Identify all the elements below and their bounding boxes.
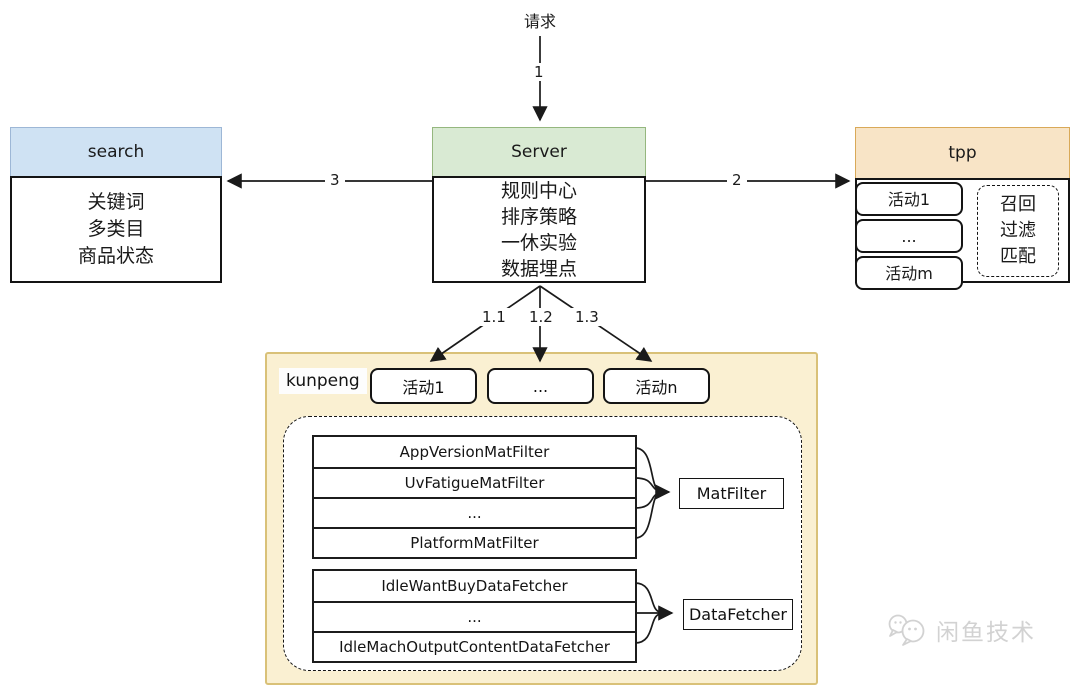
matfilter-row: ...	[314, 497, 635, 527]
tpp-header: tpp	[855, 127, 1070, 179]
kunpeng-activity: ...	[487, 368, 594, 404]
kunpeng-label: kunpeng	[279, 368, 367, 394]
server-header: Server	[432, 127, 646, 177]
tpp-dashed-line: 过滤	[1000, 220, 1036, 241]
watermark-text: 闲鱼技术	[936, 620, 1036, 646]
matfilter-row: PlatformMatFilter	[314, 527, 635, 557]
server-line: 规则中心	[500, 179, 577, 202]
tpp-activity-item: 活动1	[855, 182, 963, 216]
tpp-dashed-line: 匹配	[1000, 246, 1036, 267]
server-line: 数据埋点	[500, 257, 577, 280]
arrow-label-1-3: 1.3	[570, 308, 604, 326]
datafetcher-row: IdleWantBuyDataFetcher	[381, 577, 568, 595]
matfilter-row: UvFatigueMatFilter	[314, 467, 635, 497]
matfilter-box: MatFilter	[679, 478, 784, 509]
watermark: 闲鱼技术	[886, 612, 1036, 648]
request-label: 请求	[523, 12, 556, 31]
matfilter-stack: AppVersionMatFilter UvFatigueMatFilter .…	[312, 435, 637, 559]
arrow-label-2: 2	[727, 171, 747, 189]
server-line: 一休实验	[500, 231, 577, 254]
search-box: search 关键词 多类目 商品状态	[10, 127, 222, 283]
search-title: search	[87, 142, 145, 162]
search-line: 商品状态	[77, 245, 154, 267]
kunpeng-activity: 活动1	[370, 368, 477, 404]
server-line: 排序策略	[500, 205, 577, 228]
tpp-title: tpp	[948, 143, 977, 163]
matfilter-row: AppVersionMatFilter	[399, 443, 550, 461]
server-body: 规则中心 排序策略 一休实验 数据埋点	[432, 176, 646, 283]
datafetcher-box: DataFetcher	[683, 599, 793, 630]
search-header: search	[10, 127, 222, 177]
arrow-label-1-2: 1.2	[524, 308, 558, 326]
datafetcher-row: ...	[314, 601, 635, 631]
tpp-activity-item: 活动m	[855, 256, 963, 290]
search-line: 多类目	[87, 218, 145, 240]
search-body: 关键词 多类目 商品状态	[10, 176, 222, 283]
tpp-recall-dashed-box: 召回 过滤 匹配	[977, 185, 1059, 277]
tpp-dashed-line: 召回	[1000, 194, 1036, 215]
chat-bubbles-logo-icon	[888, 614, 925, 646]
tpp-body: 活动1 ... 活动m 召回 过滤 匹配	[855, 178, 1070, 290]
tpp-activity-list: 活动1 ... 活动m	[855, 182, 963, 290]
datafetcher-row: IdleMachOutputContentDataFetcher	[314, 631, 635, 661]
kunpeng-activity: 活动n	[603, 368, 710, 404]
search-line: 关键词	[87, 191, 145, 213]
server-box: Server 规则中心 排序策略 一休实验 数据埋点	[432, 127, 646, 283]
arrow-label-1: 1	[529, 63, 549, 81]
server-title: Server	[511, 142, 567, 162]
tpp-activity-item: ...	[855, 219, 963, 253]
kunpeng-container: kunpeng 活动1 ... 活动n AppVersionMatFilter …	[265, 352, 818, 685]
arrow-label-1-1: 1.1	[477, 308, 511, 326]
arrow-label-3: 3	[325, 171, 345, 189]
tpp-box: tpp 活动1 ... 活动m 召回 过滤 匹配	[855, 127, 1070, 290]
datafetcher-stack: IdleWantBuyDataFetcher ... IdleMachOutpu…	[312, 569, 637, 663]
